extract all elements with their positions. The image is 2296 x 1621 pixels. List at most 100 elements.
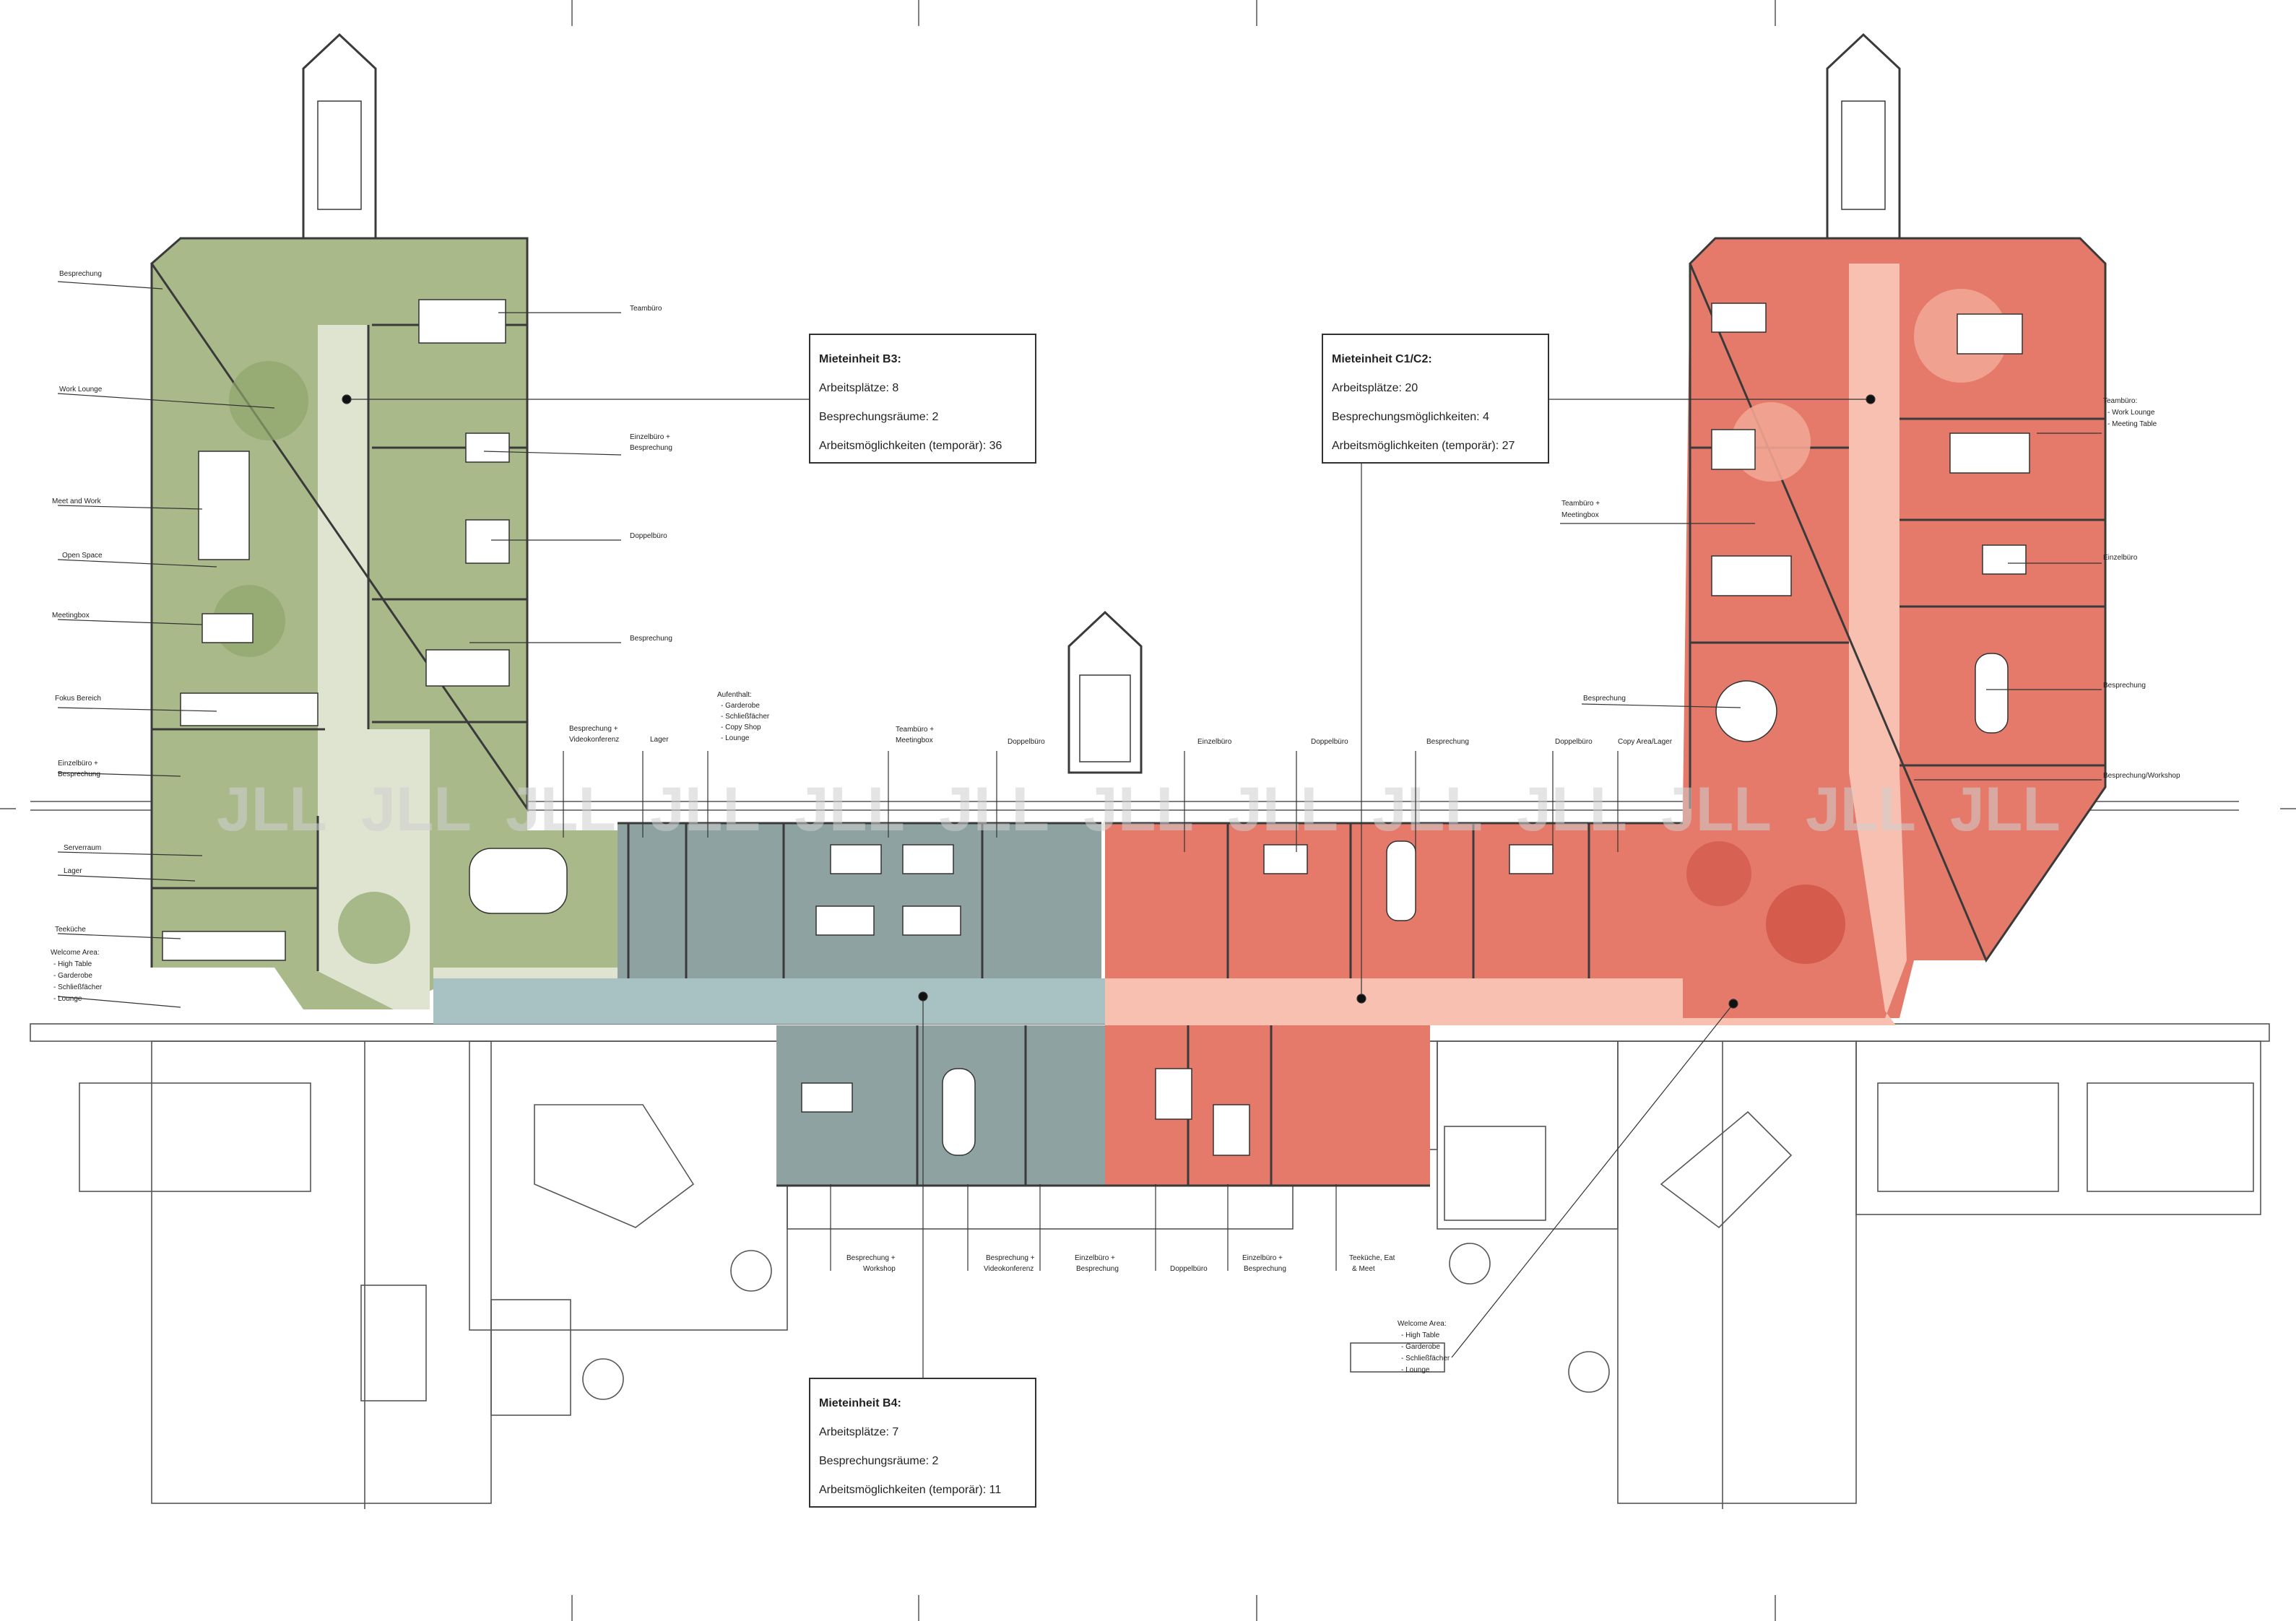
- watermark-7: JLL: [1083, 775, 1194, 844]
- info-b3-line1: Arbeitsplätze: 8: [819, 382, 899, 394]
- info-b4-title: Mieteinheit B4:: [819, 1397, 901, 1409]
- label-teekueche: Teeküche: [55, 926, 86, 934]
- info-c-line3: Arbeitsmöglichkeiten (temporär): 27: [1332, 440, 1515, 452]
- label-teambuero-mb-1: Teambüro +: [896, 726, 934, 734]
- b3-circulation: [318, 325, 430, 1009]
- info-box-b3: Mieteinheit B3: Arbeitsplätze: 8 Besprec…: [809, 334, 1036, 464]
- label-welcome-b-1: Welcome Area:: [1398, 1320, 1447, 1328]
- info-c-line2: Besprechungsmöglichkeiten: 4: [1332, 411, 1489, 423]
- labels-b3-right: Teambüro Einzelbüro + Besprechung Doppel…: [630, 305, 672, 643]
- label-bv-2: Videokonferenz: [984, 1265, 1034, 1273]
- label-meetingbox: Meetingbox: [52, 612, 90, 620]
- label-einzelbuero-top: Einzelbüro: [1197, 738, 1232, 746]
- unit-b4: [433, 822, 1105, 1187]
- label-doppelbuero: Doppelbüro: [630, 532, 667, 540]
- label-besp-video-1: Besprechung +: [569, 725, 618, 733]
- label-tk-2: & Meet: [1352, 1265, 1375, 1273]
- label-bw-2: Workshop: [863, 1265, 896, 1273]
- labels-bottom: Besprechung + Workshop Besprechung + Vid…: [846, 1254, 1450, 1374]
- watermark: JLL JLL JLL JLL JLL JLL JLL JLL JLL JLL …: [217, 775, 2061, 844]
- label-c-tb-2: - Work Lounge: [2107, 409, 2155, 417]
- labels-top-right: Einzelbüro Doppelbüro Besprechung Doppel…: [1197, 738, 1673, 746]
- watermark-3: JLL: [506, 775, 616, 844]
- watermark-4: JLL: [650, 775, 761, 844]
- label-copy-area: Copy Area/Lager: [1618, 738, 1673, 746]
- label-eb-2: Besprechung: [1076, 1265, 1119, 1273]
- label-welcome-5: - Lounge: [53, 995, 82, 1003]
- leader-lines: [57, 281, 2102, 1379]
- label-welcome-3: - Garderobe: [53, 972, 92, 980]
- label-fokus-bereich: Fokus Bereich: [55, 695, 101, 703]
- label-teambuero-mb-2: Meetingbox: [896, 736, 933, 744]
- unit-c: [1105, 237, 2107, 1187]
- watermark-12: JLL: [1806, 775, 1916, 844]
- labels-left: Besprechung Work Lounge Meet and Work Op…: [51, 270, 103, 1003]
- labels-top-mid: Besprechung + Videokonferenz Lager Aufen…: [569, 691, 1045, 746]
- info-c-title: Mieteinheit C1/C2:: [1332, 353, 1432, 365]
- info-b4-line1: Arbeitsplätze: 7: [819, 1426, 899, 1438]
- label-eb-1: Einzelbüro +: [1075, 1254, 1115, 1262]
- watermark-8: JLL: [1228, 775, 1338, 844]
- label-c-tb-3: - Meeting Table: [2107, 420, 2157, 428]
- label-tk-1: Teeküche, Eat: [1349, 1254, 1395, 1262]
- watermark-5: JLL: [794, 775, 905, 844]
- label-eb2-1: Einzelbüro +: [1242, 1254, 1283, 1262]
- label-teambuero: Teambüro: [630, 305, 662, 313]
- label-c-einzelbuero: Einzelbüro: [2103, 554, 2138, 562]
- info-b3-line3: Arbeitsmöglichkeiten (temporär): 36: [819, 440, 1002, 452]
- label-aufenthalt-3: - Schließfächer: [721, 713, 770, 721]
- label-welcome-b-4: - Schließfächer: [1401, 1355, 1450, 1363]
- label-welcome-b-3: - Garderobe: [1401, 1343, 1440, 1351]
- info-box-c: Mieteinheit C1/C2: Arbeitsplätze: 20 Bes…: [1322, 334, 1549, 464]
- label-welcome-b-5: - Lounge: [1401, 1366, 1430, 1374]
- watermark-10: JLL: [1517, 775, 1627, 844]
- label-aufenthalt-1: Aufenthalt:: [717, 691, 752, 699]
- label-c-teambuero-2: Meetingbox: [1561, 511, 1599, 519]
- b4-corridor: [433, 978, 1105, 1024]
- label-besprechung: Besprechung: [59, 270, 102, 278]
- label-besprechung-top: Besprechung: [1426, 738, 1469, 746]
- label-einzelbuero-besp-2: Besprechung: [58, 770, 100, 778]
- label-welcome-2: - High Table: [53, 960, 92, 968]
- info-b4-line3: Arbeitsmöglichkeiten (temporär): 11: [819, 1484, 1002, 1496]
- labels-c-left: Teambüro + Meetingbox Besprechung: [1561, 500, 1626, 703]
- label-doppelbuero-bottom: Doppelbüro: [1170, 1265, 1208, 1273]
- label-c-besprechung: Besprechung: [1583, 695, 1626, 703]
- label-c-tb-1: Teambüro:: [2103, 397, 2137, 405]
- label-welcome-b-2: - High Table: [1401, 1331, 1440, 1339]
- label-bw-1: Besprechung +: [846, 1254, 896, 1262]
- watermark-1: JLL: [217, 775, 327, 844]
- watermark-6: JLL: [939, 775, 1049, 844]
- label-doppelbuero-top: Doppelbüro: [1008, 738, 1045, 746]
- watermark-13: JLL: [1950, 775, 2061, 844]
- unit-b3: [150, 237, 618, 1009]
- label-serverraum: Serverraum: [64, 844, 101, 852]
- info-c-line1: Arbeitsplätze: 20: [1332, 382, 1418, 394]
- info-box-b4: Mieteinheit B4: Arbeitsplätze: 7 Besprec…: [809, 1378, 1036, 1508]
- label-lager: Lager: [64, 867, 82, 875]
- label-welcome-4: - Schließfächer: [53, 983, 103, 991]
- label-c-besprechung-r: Besprechung: [2103, 682, 2146, 690]
- label-aufenthalt-5: - Lounge: [721, 734, 750, 742]
- label-bv-1: Besprechung +: [986, 1254, 1035, 1262]
- label-einzel-1: Einzelbüro +: [630, 433, 670, 441]
- watermark-9: JLL: [1372, 775, 1483, 844]
- info-b3-title: Mieteinheit B3:: [819, 353, 901, 365]
- label-doppelbuero-top-1: Doppelbüro: [1311, 738, 1348, 746]
- label-besprechung-b3: Besprechung: [630, 635, 672, 643]
- label-einzel-2: Besprechung: [630, 444, 672, 452]
- stair-towers: [302, 32, 1901, 774]
- label-lager-top: Lager: [650, 736, 669, 744]
- label-aufenthalt-4: - Copy Shop: [721, 723, 761, 731]
- label-doppelbuero-top-2: Doppelbüro: [1555, 738, 1593, 746]
- label-welcome-1: Welcome Area:: [51, 949, 100, 957]
- label-open-space: Open Space: [62, 552, 103, 560]
- c-corridor: [1105, 978, 1683, 1024]
- label-eb2-2: Besprechung: [1244, 1265, 1286, 1273]
- labels-c-right: Teambüro: - Work Lounge - Meeting Table …: [2103, 397, 2180, 780]
- watermark-11: JLL: [1661, 775, 1772, 844]
- info-b3-line2: Besprechungsräume: 2: [819, 411, 939, 423]
- label-einzelbuero-besp-1: Einzelbüro +: [58, 760, 98, 768]
